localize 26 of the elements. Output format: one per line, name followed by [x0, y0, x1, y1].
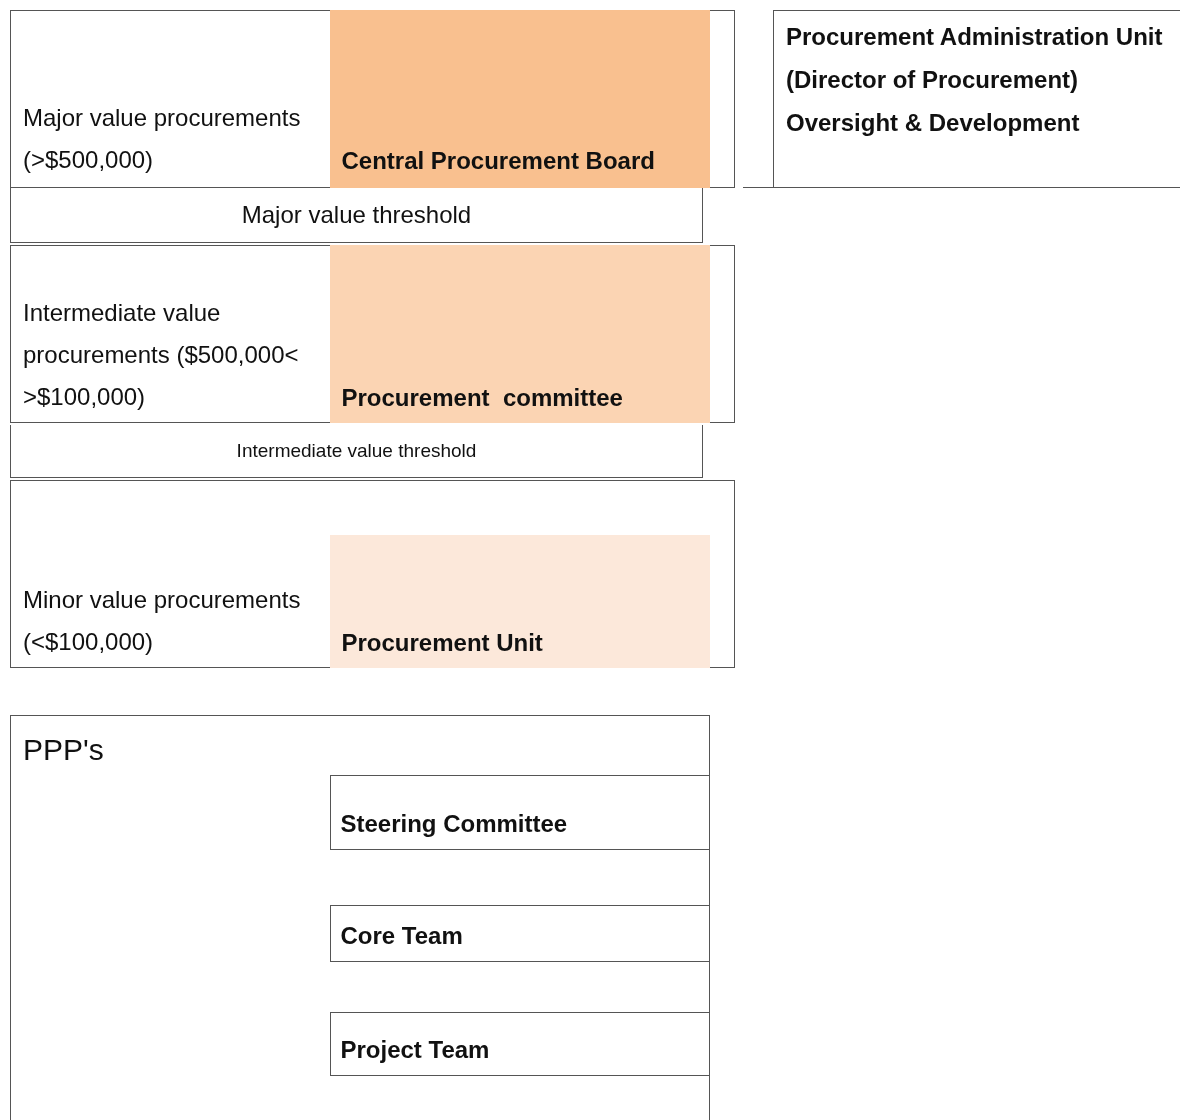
- body-name: Core Team: [340, 920, 464, 951]
- threshold-band: [10, 425, 703, 478]
- body-box: [329, 9, 710, 188]
- band-label: Minor value procurements (<$100,000): [23, 585, 302, 657]
- band-label: PPP's: [23, 732, 105, 768]
- threshold-label: Intermediate value threshold: [235, 439, 478, 463]
- body-name: Central Procurement Board: [341, 145, 656, 176]
- unit-box: [773, 10, 1180, 188]
- threshold-band: [10, 188, 703, 243]
- threshold-label: Major value threshold: [240, 200, 473, 230]
- team-box: [329, 904, 710, 962]
- body-box: [329, 534, 710, 668]
- body-name: Steering Committee: [340, 808, 569, 839]
- ppp-box: [10, 715, 710, 1120]
- body-box: [329, 244, 710, 423]
- body-name: Procurement committee: [341, 382, 624, 413]
- band-label: Major value procurements (>$500,000): [23, 103, 302, 175]
- team-box: [329, 1011, 710, 1076]
- value-band: [10, 10, 735, 188]
- band-label: Intermediate value procurements ($500,000< >$100,000): [23, 298, 300, 412]
- body-name: Project Team: [340, 1034, 491, 1065]
- body-name: Procurement Unit: [341, 627, 544, 658]
- value-band: [10, 480, 735, 668]
- value-band: [10, 245, 735, 423]
- body-name: Procurement Administration Unit (Director of Procurement) Oversight & Development: [786, 22, 1164, 139]
- team-box: [329, 774, 710, 850]
